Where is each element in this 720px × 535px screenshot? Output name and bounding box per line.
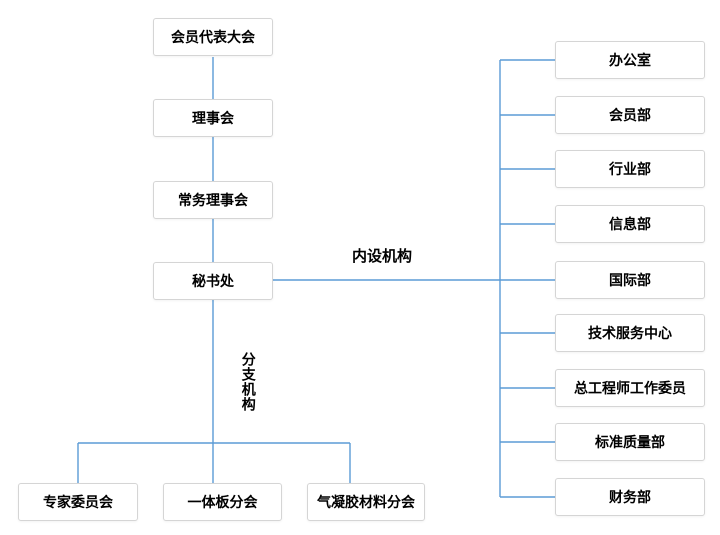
org-box-industry-dept: 行业部 (555, 150, 705, 188)
org-box-council: 理事会 (153, 99, 273, 137)
org-box-integrated-board-branch: 一体板分会 (163, 483, 282, 521)
org-box-chief-engineer-committee: 总工程师工作委员 (555, 369, 705, 407)
org-box-expert-committee: 专家委员会 (18, 483, 138, 521)
branch-organs-label: 分支机构 (240, 352, 257, 412)
org-box-aerogel-materials-branch: 气凝胶材料分会 (307, 483, 425, 521)
org-box-secretariat: 秘书处 (153, 262, 273, 300)
org-box-tech-service-center: 技术服务中心 (555, 314, 705, 352)
org-box-finance-dept: 财务部 (555, 478, 705, 516)
org-box-membership-dept: 会员部 (555, 96, 705, 134)
org-box-member-congress: 会员代表大会 (153, 18, 273, 56)
org-box-international-dept: 国际部 (555, 261, 705, 299)
internal-organs-label: 内设机构 (352, 248, 413, 265)
org-box-office: 办公室 (555, 41, 705, 79)
org-box-standing-council: 常务理事会 (153, 181, 273, 219)
org-box-information-dept: 信息部 (555, 205, 705, 243)
org-box-standards-quality-dept: 标准质量部 (555, 423, 705, 461)
